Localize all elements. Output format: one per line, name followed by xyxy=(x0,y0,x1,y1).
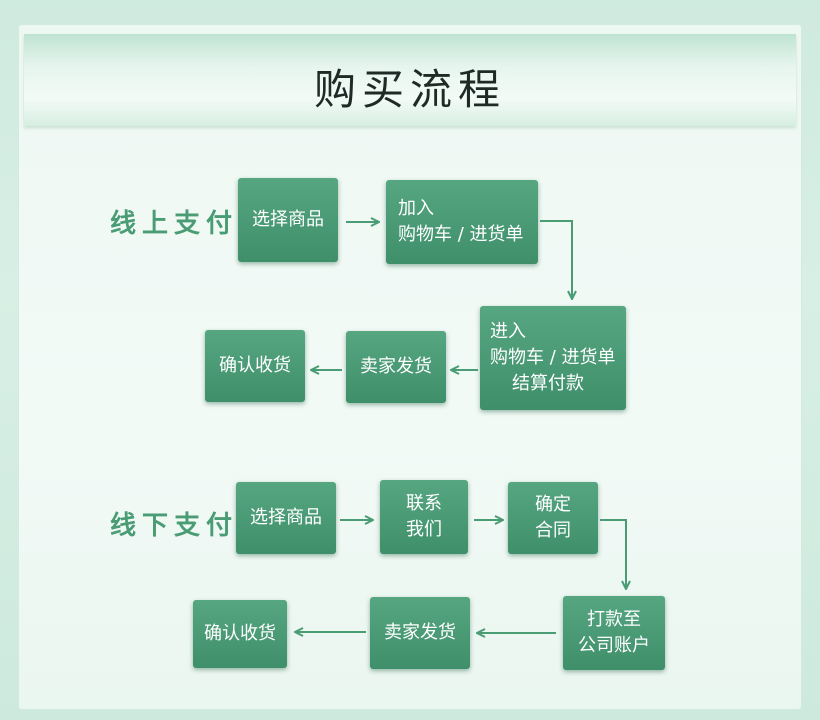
offline-step-contract-line2: 合同 xyxy=(535,520,571,541)
online-step-select-goods: 选择商品 xyxy=(238,178,338,262)
online-step-checkout-line2: 购物车 / 进货单 xyxy=(490,347,616,368)
offline-step-confirm-receipt-text: 确认收货 xyxy=(204,623,276,644)
offline-step-contact-us: 联系 我们 xyxy=(380,480,468,554)
title-bar xyxy=(24,34,796,126)
offline-step-contact-us-line2: 我们 xyxy=(406,519,442,540)
offline-payment-label: 线下支付 xyxy=(110,511,239,541)
online-payment-label: 线上支付 xyxy=(110,209,239,239)
offline-step-seller-ship-text: 卖家发货 xyxy=(384,622,456,643)
offline-step-pay-company-line1: 打款至 xyxy=(587,609,641,630)
offline-step-seller-ship: 卖家发货 xyxy=(370,597,470,669)
offline-step-pay-company-line2: 公司账户 xyxy=(578,635,650,656)
offline-step-select-goods: 选择商品 xyxy=(236,482,336,554)
online-step-seller-ship: 卖家发货 xyxy=(346,331,446,403)
offline-step-select-goods-text: 选择商品 xyxy=(250,507,322,528)
offline-step-confirm-receipt: 确认收货 xyxy=(193,600,287,668)
online-step-checkout: 进入 购物车 / 进货单 结算付款 xyxy=(480,306,626,410)
online-step-checkout-line3: 结算付款 xyxy=(512,373,584,394)
online-step-checkout-line1: 进入 xyxy=(490,321,526,342)
page-title: 购买流程 xyxy=(313,65,506,114)
online-step-add-to-cart-line1: 加入 xyxy=(398,198,434,219)
online-step-seller-ship-text: 卖家发货 xyxy=(360,356,432,377)
offline-step-contact-us-line1: 联系 xyxy=(406,493,442,514)
arrow-online-add-to-checkout xyxy=(540,220,572,298)
online-step-confirm-receipt: 确认收货 xyxy=(205,330,305,402)
arrow-offline-contract-to-pay xyxy=(600,519,626,588)
online-step-select-goods-text: 选择商品 xyxy=(252,209,324,230)
offline-step-pay-company: 打款至 公司账户 xyxy=(563,596,665,670)
offline-step-confirm-contract-line1: 确定 xyxy=(535,494,571,515)
online-step-add-to-cart: 加入 购物车 / 进货单 xyxy=(386,180,538,264)
online-step-add-to-cart-line2: 购物车 / 进货单 xyxy=(398,224,524,245)
online-step-confirm-receipt-text: 确认收货 xyxy=(219,355,291,376)
offline-step-confirm-contract: 确定 合同 xyxy=(508,482,598,554)
